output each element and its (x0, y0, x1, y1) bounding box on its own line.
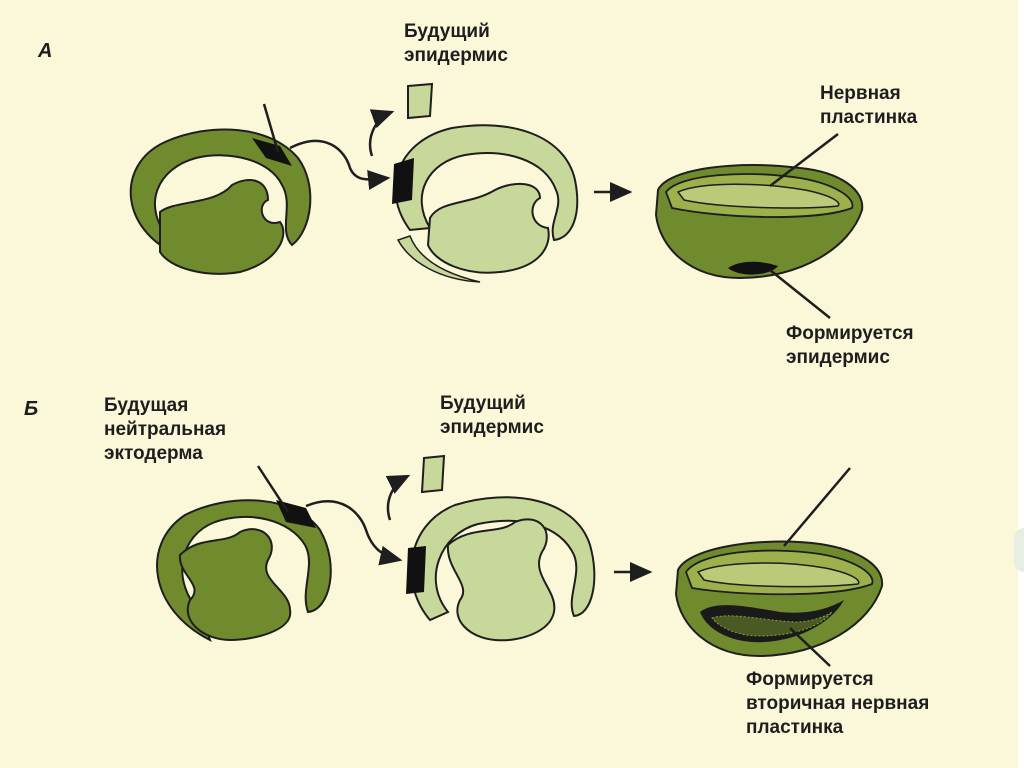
label-secondary-plate-forms-b: Формируется вторичная нервная пластинка (746, 668, 929, 740)
arrow-b-transplant (305, 500, 403, 566)
embryo-b2-body (446, 518, 556, 642)
label-neural-plate-a: Нервная пластинка (820, 82, 917, 130)
label-future-epidermis-a-line2: эпидермис (404, 45, 508, 66)
label-future-epidermis-b-line1: Будущий (440, 393, 526, 414)
epidermis-patch-a (728, 261, 778, 275)
arrow-a-transplant (289, 139, 391, 190)
embryo-a1-pointer (262, 103, 280, 153)
label-secondary-plate-forms-b-line3: пластинка (746, 717, 844, 738)
embryo-a1-body (159, 179, 285, 275)
embryo-a2 (392, 124, 579, 283)
pointer-future-neutral-ectoderm-b (256, 465, 290, 513)
label-future-neutral-ectoderm-b-line2: нейтральная (104, 419, 227, 440)
embryo-b1-outer-ring (156, 499, 332, 643)
label-future-neutral-ectoderm-b-line3: эктодерма (104, 443, 203, 464)
label-epidermis-forms-a: Формируется эпидермис (786, 322, 914, 370)
label-neural-plate-a-line1: Нервная (820, 83, 901, 104)
label-future-epidermis-b: Будущий эпидермис (440, 392, 544, 440)
arrow-b-excision (385, 474, 411, 521)
embryo-b1 (156, 499, 332, 643)
arrow-a-excision (368, 109, 395, 157)
embryo-a1 (129, 103, 312, 275)
excised-piece-b (420, 454, 446, 494)
embryo-a2-outer-ring (394, 124, 579, 242)
embryo-b2 (406, 496, 596, 642)
pointer-epidermis-a (769, 269, 831, 319)
right-edge-tab (1014, 528, 1024, 572)
embryo-a1-outer-ring (129, 128, 312, 258)
pointer-secondary-plate-b (789, 627, 831, 667)
embryo-a2-body (426, 182, 550, 274)
panel-b-letter: Б (24, 398, 39, 420)
secondary-neural-plate-b-texture (711, 611, 833, 637)
label-neural-plate-a-line2: пластинка (820, 107, 918, 128)
label-future-neutral-ectoderm-b: Будущая нейтральная эктодерма (104, 394, 226, 466)
embryo-a1-graft-region (252, 138, 292, 166)
embryo-b2-graft-region (406, 546, 426, 594)
label-secondary-plate-forms-b-line1: Формируется (746, 669, 874, 690)
label-epidermis-forms-a-line2: эпидермис (786, 347, 890, 368)
label-secondary-plate-forms-b-line2: вторичная нервная (746, 693, 930, 714)
embryo-b2-outer-ring (410, 496, 596, 622)
embryo-b1-body (178, 528, 292, 642)
label-future-epidermis-a-line1: Будущий (404, 21, 490, 42)
embryo-a2-graft-region (392, 158, 414, 204)
label-future-neutral-ectoderm-b-line1: Будущая (104, 395, 189, 416)
embryo-a2-lower-ring (396, 235, 481, 283)
pointer-neural-plate-b (783, 467, 851, 547)
pointer-neural-plate-a (769, 133, 839, 187)
embryo-a3 (654, 133, 864, 319)
excised-piece-a (407, 82, 434, 120)
neural-plate-b (696, 562, 860, 588)
embryo-b3 (674, 467, 884, 667)
label-future-epidermis-b-line2: эпидермис (440, 417, 544, 438)
neural-plate-a (676, 183, 840, 209)
panel-a-letter: А (38, 40, 53, 62)
label-epidermis-forms-a-line1: Формируется (786, 323, 914, 344)
right-edge-strip (1018, 0, 1024, 768)
label-future-epidermis-a: Будущий эпидермис (404, 20, 508, 68)
